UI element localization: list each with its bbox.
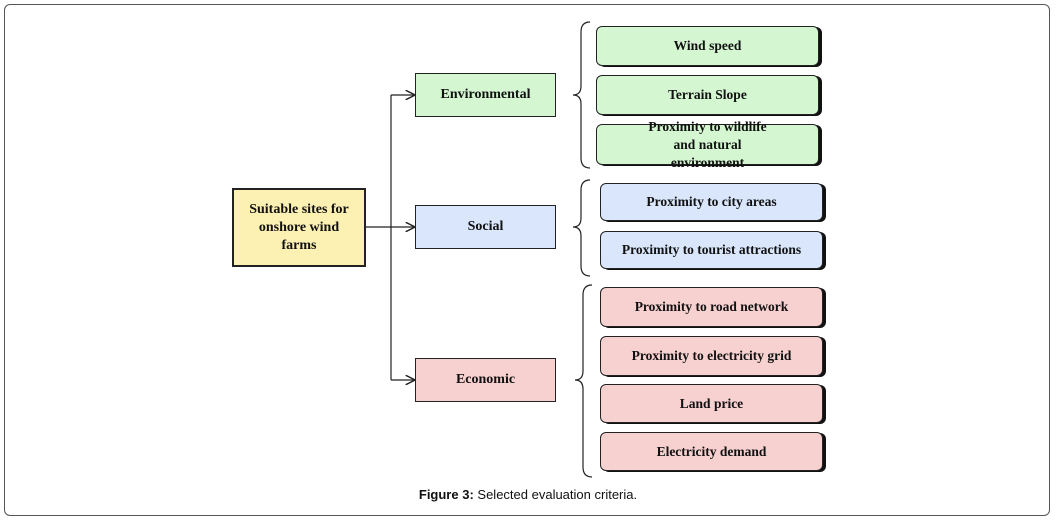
brace-environmental (572, 21, 591, 169)
category-environmental: Environmental (415, 73, 556, 117)
root-node: Suitable sites for onshore wind farms (232, 188, 366, 267)
criterion-land-price: Land price (600, 384, 823, 423)
criterion-proximity-tourist: Proximity to tourist attractions (600, 231, 823, 269)
criterion-proximity-city: Proximity to city areas (600, 183, 823, 221)
criterion-electricity-demand: Electricity demand (600, 432, 823, 471)
criterion-proximity-grid: Proximity to electricity grid (600, 336, 823, 376)
brace-social (572, 179, 591, 277)
criterion-proximity-road: Proximity to road network (600, 287, 823, 327)
brace-economic (574, 284, 593, 478)
category-economic: Economic (415, 358, 556, 402)
figure-caption: Figure 3: Selected evaluation criteria. (0, 487, 1056, 502)
criterion-wind-speed: Wind speed (596, 26, 819, 66)
category-social: Social (415, 205, 556, 249)
caption-label: Figure 3: (418, 487, 474, 502)
criterion-proximity-wildlife: Proximity to wildlife and natural enviro… (596, 119, 819, 170)
caption-text: Selected evaluation criteria. (477, 487, 638, 502)
criterion-terrain-slope: Terrain Slope (596, 75, 819, 115)
